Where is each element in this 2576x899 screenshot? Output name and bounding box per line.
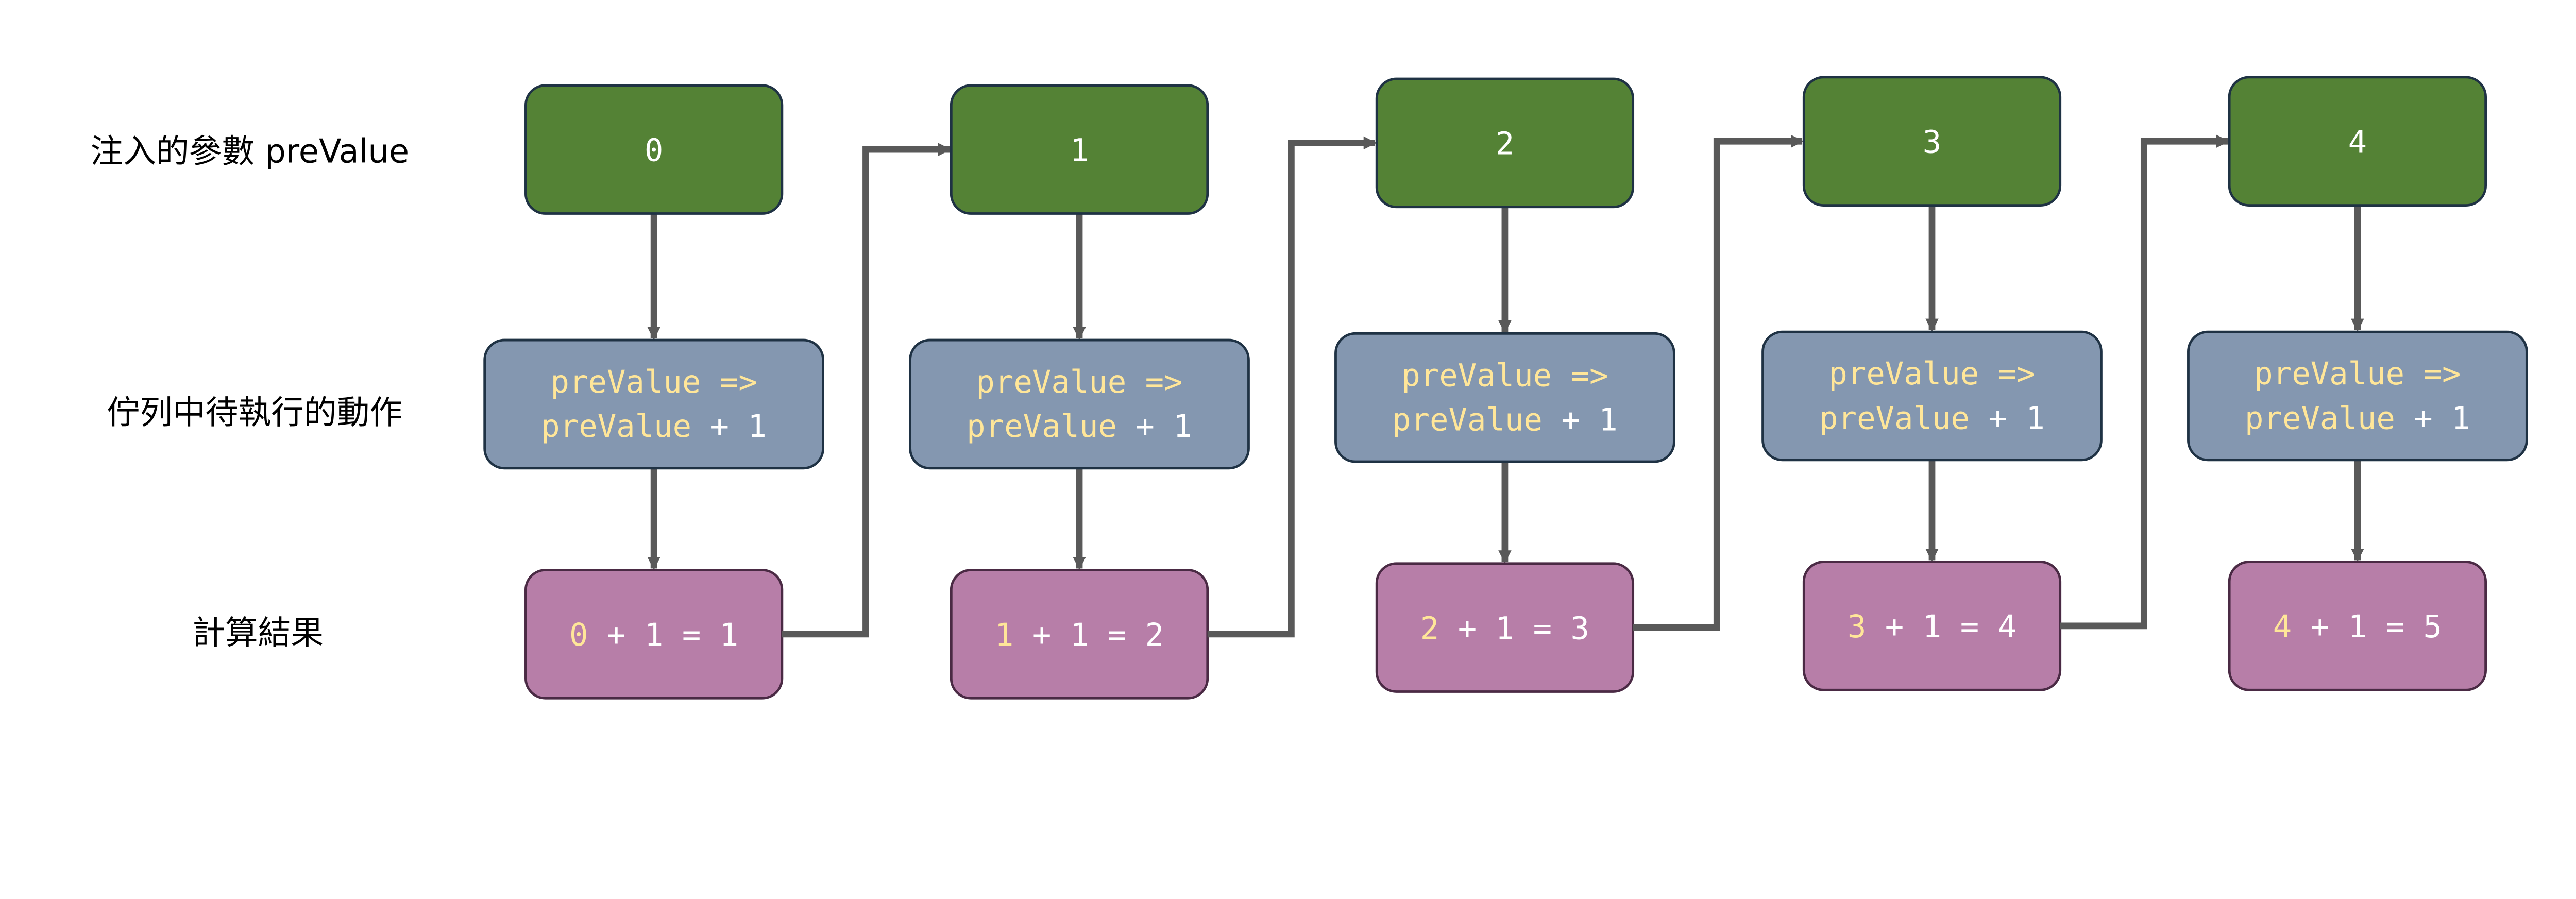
- value-flow-diagram: 注入的參數 preValue 佇列中待執行的動作 計算結果 0 preValue …: [90, 76, 2528, 700]
- queued-action-box: [1761, 330, 2103, 462]
- input-box: [950, 84, 1209, 215]
- column-3: 3 preValue => preValue + 1 3 + 1 = 4: [1761, 76, 2103, 691]
- action-line-2: preValue + 1: [1392, 402, 1618, 438]
- result-expression: + 1 = 2: [1013, 617, 1164, 653]
- action-line-2: preValue + 1: [541, 409, 767, 445]
- result-prev-value: 2: [1420, 610, 1439, 647]
- input-value: 2: [1496, 126, 1514, 162]
- column-4: 4 preValue => preValue + 1 4 + 1 = 5: [2187, 76, 2528, 691]
- column-2: 2 preValue => preValue + 1 2 + 1 = 3: [1334, 77, 1675, 693]
- action-line-2: preValue + 1: [2245, 400, 2470, 436]
- feedback-connector: [2060, 134, 2230, 630]
- result-text: 2 + 1 = 3: [1420, 610, 1589, 647]
- result-expression: + 1 = 5: [2292, 609, 2442, 645]
- input-value: 3: [1923, 125, 1941, 161]
- result-prev-value: 1: [995, 617, 1013, 653]
- input-box: [1375, 77, 1635, 209]
- row-label-result: 計算結果: [192, 614, 324, 652]
- result-text: 3 + 1 = 4: [1848, 609, 2016, 645]
- result-text: 0 + 1 = 1: [569, 617, 738, 653]
- result-expression: + 1 = 3: [1439, 610, 1589, 647]
- input-box: [1802, 76, 2062, 207]
- result-text: 4 + 1 = 5: [2273, 609, 2442, 645]
- result-box: [2228, 561, 2487, 691]
- action-line-1: preValue =>: [976, 364, 1182, 400]
- queued-action-box: [2187, 330, 2528, 462]
- input-value: 1: [1070, 132, 1089, 168]
- action-var: preValue: [967, 409, 1117, 445]
- row-label-input: 注入的參數 preValue: [90, 133, 409, 171]
- input-box: [524, 84, 784, 215]
- action-line-2: preValue + 1: [967, 409, 1192, 445]
- action-var: preValue: [2245, 400, 2395, 436]
- action-var: preValue: [1392, 402, 1543, 438]
- queued-action-box: [909, 338, 1250, 470]
- input-value: 4: [2348, 125, 2367, 161]
- column-1: 1 preValue => preValue + 1 1 + 1 = 2: [909, 84, 1250, 700]
- action-line-1: preValue =>: [551, 364, 757, 400]
- result-prev-value: 3: [1848, 609, 1866, 645]
- action-line-1: preValue =>: [1828, 356, 2035, 392]
- result-expression: + 1 = 4: [1866, 609, 2016, 645]
- columns-group: 0 preValue => preValue + 1 0 + 1 = 1 1 preVal…: [483, 76, 2528, 700]
- action-rest: + 1: [691, 409, 767, 445]
- input-box: [2228, 76, 2487, 207]
- feedback-connector: [782, 143, 952, 638]
- result-prev-value: 4: [2273, 609, 2292, 645]
- action-rest: + 1: [1543, 402, 1618, 438]
- queued-action-box: [1334, 332, 1675, 463]
- queued-action-box: [483, 338, 824, 470]
- action-rest: + 1: [1970, 400, 2045, 436]
- action-var: preValue: [541, 409, 691, 445]
- result-text: 1 + 1 = 2: [995, 617, 1164, 653]
- action-line-2: preValue + 1: [1819, 400, 2045, 436]
- input-value: 0: [645, 132, 663, 168]
- action-rest: + 1: [1117, 409, 1192, 445]
- row-label-queued: 佇列中待執行的動作: [107, 394, 402, 432]
- action-line-1: preValue =>: [2254, 356, 2461, 392]
- column-0: 0 preValue => preValue + 1 0 + 1 = 1: [483, 84, 824, 700]
- action-rest: + 1: [2395, 400, 2470, 436]
- result-expression: + 1 = 1: [588, 617, 738, 653]
- action-line-1: preValue =>: [1401, 358, 1608, 394]
- action-var: preValue: [1819, 400, 1970, 436]
- result-prev-value: 0: [569, 617, 588, 653]
- feedback-connector: [1633, 134, 1804, 631]
- feedback-connector: [1207, 136, 1377, 638]
